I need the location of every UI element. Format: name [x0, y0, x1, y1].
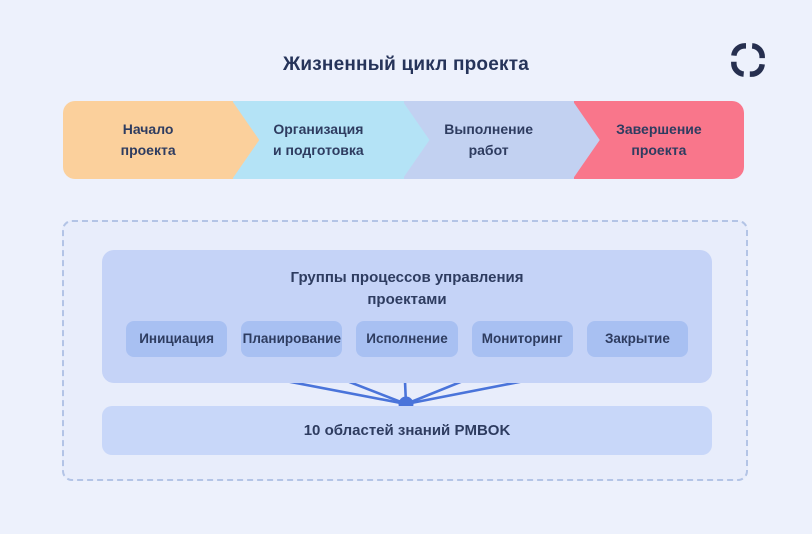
page-title: Жизненный цикл проекта: [283, 54, 529, 75]
stage-work-execution: Выполнение работ: [403, 101, 600, 179]
pmbok-knowledge-areas-box: 10 областей знаний PMBOK: [102, 406, 712, 455]
stage-label: Выполнение работ: [444, 121, 533, 158]
process-group-planning: Планирование: [241, 321, 343, 357]
stage-label: Начало проекта: [120, 121, 176, 158]
stage-project-start: Начало проекта: [63, 101, 260, 179]
pmbok-dashed-panel: Группы процессов управления проектами Ин…: [62, 220, 748, 481]
lifecycle-stage-bar: Начало проекта Организация и подготовка …: [63, 101, 744, 179]
process-groups-title: Группы процессов управления проектами: [290, 269, 524, 308]
stage-project-completion: Завершение проекта: [573, 101, 744, 179]
stage-label: Организация и подготовка: [273, 121, 364, 158]
pmbok-knowledge-areas-label: 10 областей знаний PMBOK: [303, 422, 511, 439]
process-group-monitoring: Мониторинг: [471, 321, 573, 357]
process-groups-box: Группы процессов управления проектами Ин…: [102, 250, 712, 383]
process-group-execution: Исполнение: [356, 321, 458, 357]
rounded-loop-icon: [731, 43, 765, 77]
stage-label: Завершение проекта: [616, 121, 702, 158]
process-group-initiation: Инициация: [126, 321, 228, 357]
brand-logo: [728, 40, 768, 80]
process-groups-row: Инициация Планирование Исполнение Монито…: [126, 321, 689, 357]
process-group-closing: Закрытие: [586, 321, 689, 357]
